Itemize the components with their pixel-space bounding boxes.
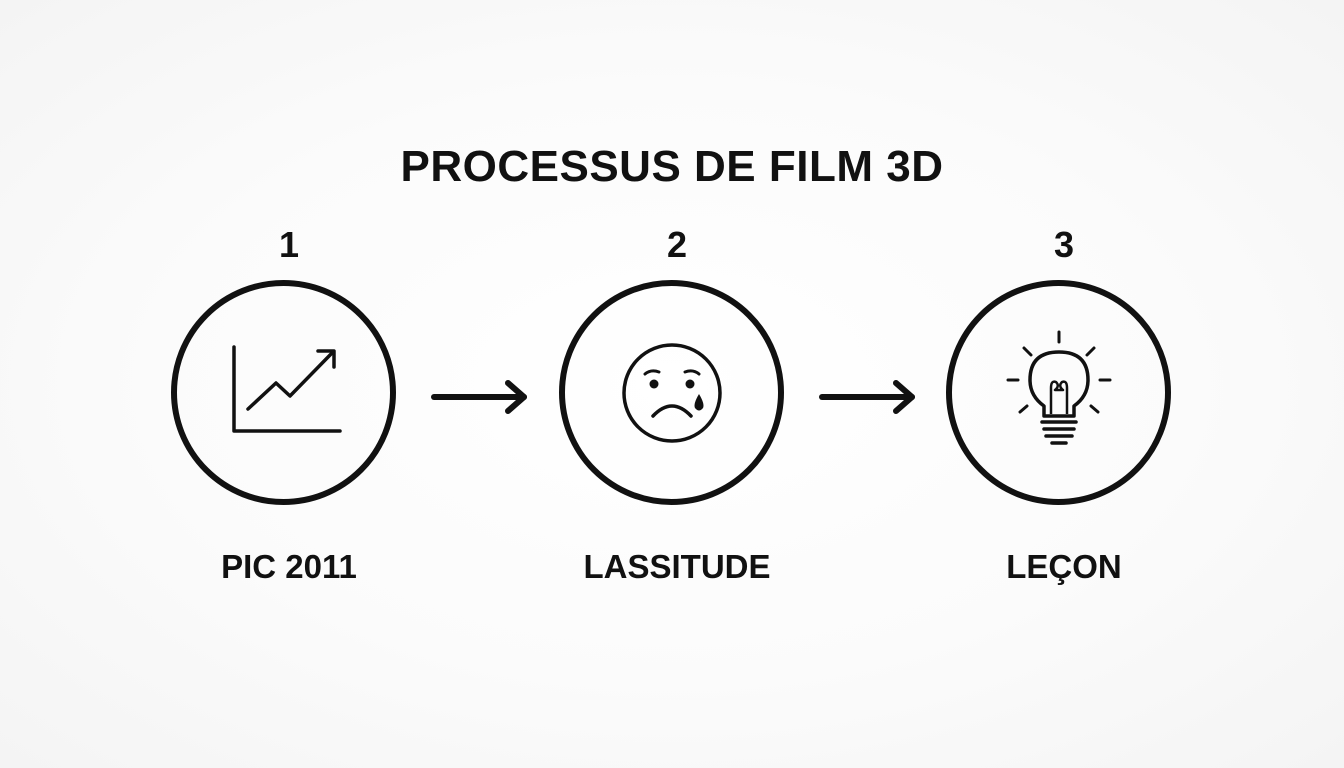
step-1-number: 1 xyxy=(278,224,300,265)
step-3: 3 xyxy=(914,222,1214,602)
step-2-label: LASSITUDE xyxy=(583,548,771,585)
lightbulb-icon xyxy=(1004,328,1114,458)
rising-chart-icon xyxy=(224,343,344,443)
arrow-right-icon xyxy=(430,372,530,422)
diagram-title: PROCESSUS DE FILM 3D xyxy=(400,142,944,191)
step-3-circle xyxy=(946,280,1171,505)
step-3-label: LEÇON xyxy=(1006,548,1122,585)
step-2-number: 2 xyxy=(666,224,688,265)
step-1-circle xyxy=(171,280,396,505)
step-2: 2 LASSITUDE xyxy=(527,222,827,602)
step-3-number: 3 xyxy=(1053,224,1075,265)
arrow-right-icon xyxy=(818,372,918,422)
step-1-label: PIC 2011 xyxy=(221,548,357,585)
step-1: 1 PIC 2011 xyxy=(139,222,439,602)
step-2-circle xyxy=(559,280,784,505)
sad-tear-face-icon xyxy=(617,338,727,448)
